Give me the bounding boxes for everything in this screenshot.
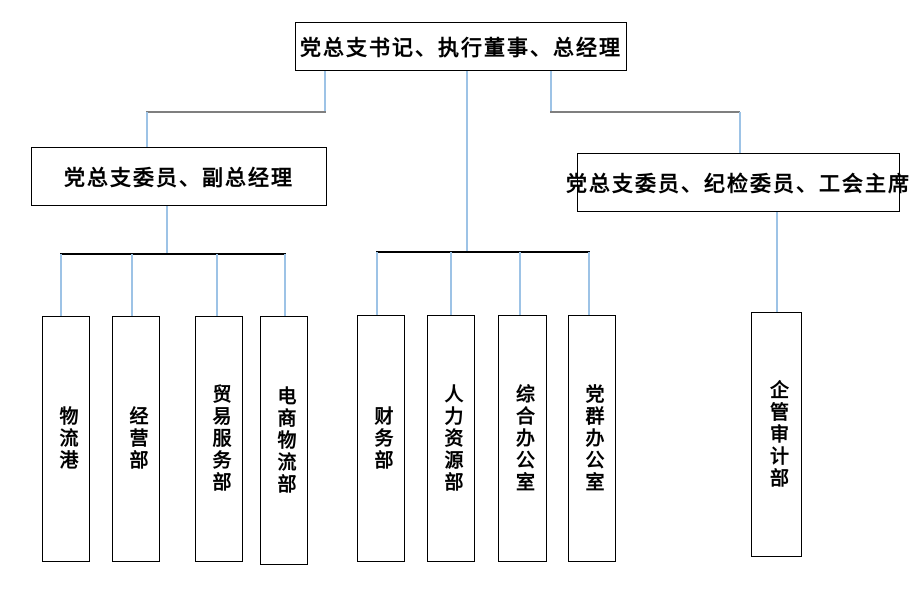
dept-box-enterprise-audit-label: 企管审计部 [766, 379, 788, 490]
org-box-union-chairman-label: 党总支委员、纪检委员、工会主席 [566, 171, 909, 196]
connector-dept-6-drop [450, 252, 452, 315]
org-box-deputy-general-manager-label: 党总支委员、副总经理 [64, 165, 294, 190]
connector-dept-5-drop [376, 252, 378, 315]
dept-box-human-resources-label: 人力资源部 [441, 383, 463, 494]
dept-box-logistics-port-label: 物流港 [56, 406, 78, 472]
dept-box-trade-services: 贸易服务部 [195, 316, 243, 562]
connector-dept-3-drop [216, 254, 218, 316]
dept-box-finance-label: 财务部 [371, 405, 393, 472]
connector-root-left-horizontal [146, 111, 326, 113]
dept-box-ecommerce-logistics: 电商物流部 [260, 316, 308, 565]
dept-box-general-office: 综合办公室 [498, 315, 547, 562]
connector-dept-7-drop [519, 252, 521, 315]
dept-box-enterprise-audit: 企管审计部 [751, 312, 802, 557]
org-box-union-chairman: 党总支委员、纪检委员、工会主席 [566, 153, 909, 212]
dept-box-party-masses-office: 党群办公室 [568, 315, 616, 562]
org-box-deputy-general-manager: 党总支委员、副总经理 [31, 147, 327, 206]
dept-box-logistics-port: 物流港 [42, 316, 90, 562]
org-box-root: 党总支书记、执行董事、总经理 [295, 22, 627, 71]
connector-dept-8-drop [588, 252, 590, 315]
connector-dept-4-drop [284, 254, 286, 316]
connector-root-right-drop [550, 71, 552, 112]
dept-box-trade-services-label: 贸易服务部 [209, 384, 231, 494]
dept-box-finance: 财务部 [357, 315, 405, 562]
connector-middle-group-bus [376, 251, 590, 253]
connector-root-left-drop [324, 71, 326, 112]
org-box-root-label: 党总支书记、执行董事、总经理 [300, 35, 622, 60]
dept-box-party-masses-office-label: 党群办公室 [582, 383, 604, 494]
connector-dept-9-drop [776, 212, 778, 312]
connector-left-box-drop [146, 112, 148, 147]
connector-dept-1-drop [60, 254, 62, 316]
dept-box-operations: 经营部 [112, 316, 160, 562]
connector-right-box-drop [739, 112, 741, 153]
connector-dept-2-drop [131, 254, 133, 316]
connector-left-group-stem [166, 206, 168, 254]
connector-left-group-bus [60, 253, 286, 255]
dept-box-operations-label: 经营部 [126, 406, 148, 472]
dept-box-general-office-label: 综合办公室 [512, 383, 534, 494]
connector-root-center-drop [466, 71, 468, 252]
dept-box-ecommerce-logistics-label: 电商物流部 [274, 385, 296, 496]
dept-box-human-resources: 人力资源部 [427, 315, 475, 562]
connector-root-right-horizontal [550, 111, 740, 113]
